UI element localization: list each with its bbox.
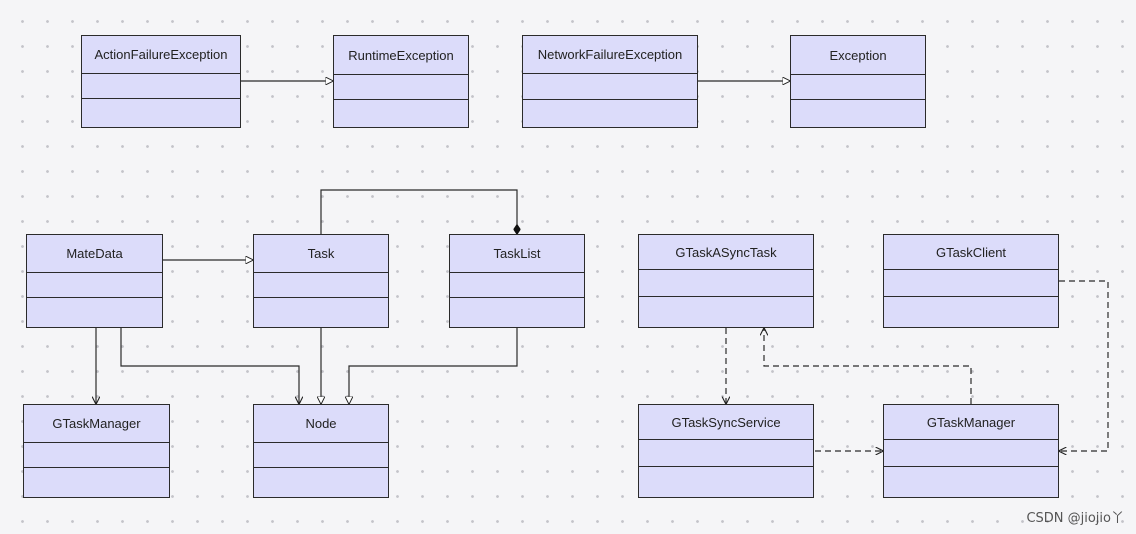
edge-matedata-node: [120, 328, 299, 404]
methods-section: [884, 296, 1058, 327]
class-task-list[interactable]: TaskList: [449, 234, 585, 328]
class-runtime-exception[interactable]: RuntimeException: [333, 35, 469, 128]
class-name: ActionFailureException: [82, 36, 240, 74]
class-name: MateData: [27, 235, 162, 273]
class-name: RuntimeException: [334, 36, 468, 75]
attributes-section: [884, 269, 1058, 297]
class-name: GTaskManager: [24, 405, 169, 443]
class-name: GTaskClient: [884, 235, 1058, 270]
methods-section: [334, 99, 468, 127]
class-gtask-sync-service[interactable]: GTaskSyncService: [638, 404, 814, 498]
class-name: NetworkFailureException: [523, 36, 697, 74]
class-gtask-client[interactable]: GTaskClient: [883, 234, 1059, 328]
methods-section: [639, 296, 813, 327]
methods-section: [791, 99, 925, 127]
methods-section: [450, 297, 584, 327]
attributes-section: [254, 442, 388, 468]
methods-section: [254, 467, 388, 497]
class-gtask-manager-right[interactable]: GTaskManager: [883, 404, 1059, 498]
class-action-failure-exception[interactable]: ActionFailureException: [81, 35, 241, 128]
attributes-section: [24, 442, 169, 468]
attributes-section: [82, 73, 240, 99]
edge-task-tasklist: [320, 189, 517, 234]
class-gtask-async-task[interactable]: GTaskASyncTask: [638, 234, 814, 328]
edge-tasklist-node: [349, 328, 518, 404]
methods-section: [24, 467, 169, 497]
class-node[interactable]: Node: [253, 404, 389, 498]
class-name: GTaskManager: [884, 405, 1058, 440]
attributes-section: [639, 269, 813, 297]
class-name: TaskList: [450, 235, 584, 273]
edge-gtaskclient-gtaskmanager: [1059, 280, 1109, 451]
attributes-section: [639, 439, 813, 467]
methods-section: [884, 466, 1058, 497]
methods-section: [27, 297, 162, 327]
methods-section: [82, 98, 240, 127]
class-gtask-manager-left[interactable]: GTaskManager: [23, 404, 170, 498]
methods-section: [254, 297, 388, 327]
attributes-section: [334, 74, 468, 100]
class-mate-data[interactable]: MateData: [26, 234, 163, 328]
class-network-failure-exception[interactable]: NetworkFailureException: [522, 35, 698, 128]
attributes-section: [450, 272, 584, 298]
attributes-section: [254, 272, 388, 298]
attributes-section: [523, 73, 697, 100]
attributes-section: [27, 272, 162, 298]
class-name: GTaskSyncService: [639, 405, 813, 440]
edge-gtaskmanager-asynctask: [764, 328, 972, 404]
attributes-section: [791, 74, 925, 100]
class-name: GTaskASyncTask: [639, 235, 813, 270]
methods-section: [523, 99, 697, 127]
class-name: Task: [254, 235, 388, 273]
class-exception[interactable]: Exception: [790, 35, 926, 128]
class-task[interactable]: Task: [253, 234, 389, 328]
class-name: Node: [254, 405, 388, 443]
methods-section: [639, 466, 813, 497]
attributes-section: [884, 439, 1058, 467]
class-name: Exception: [791, 36, 925, 75]
watermark-text: CSDN @jiojio丫: [1026, 511, 1124, 526]
